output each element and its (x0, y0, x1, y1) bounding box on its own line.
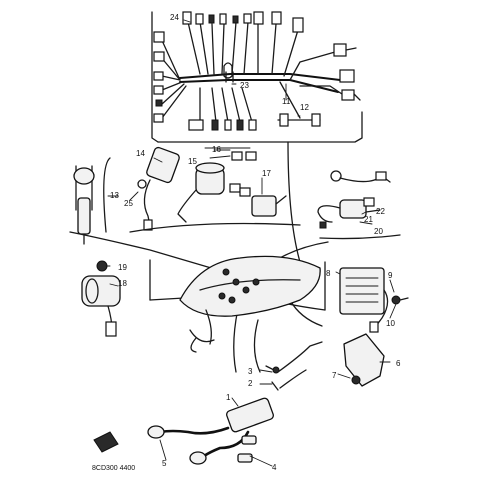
ignition-switch-assembly (137, 146, 287, 231)
label-21: 21 (364, 215, 373, 224)
label-20: 20 (374, 227, 383, 236)
label-18: 18 (118, 279, 127, 288)
label-12: 12 (300, 103, 309, 112)
wire-harness (151, 11, 363, 143)
label-5: 5 (162, 459, 167, 468)
label-24: 24 (170, 13, 179, 22)
label-19: 19 (118, 263, 127, 272)
label-14: 14 (136, 149, 145, 158)
label-3: 3 (248, 367, 253, 376)
label-15: 15 (188, 157, 197, 166)
main-switch-assembly (317, 170, 391, 229)
label-16: 16 (212, 145, 221, 154)
starter-motor (81, 260, 121, 337)
label-10: 10 (386, 319, 395, 328)
label-23: 23 (240, 81, 249, 90)
label-8: 8 (326, 269, 331, 278)
label-7: 7 (332, 371, 337, 380)
rectifier-regulator (339, 267, 409, 333)
chassis-center (179, 255, 321, 353)
label-25: 25 (124, 199, 133, 208)
leader-lines (105, 19, 397, 467)
ignition-coil-assembly (147, 341, 323, 465)
label-1: 1 (226, 393, 231, 402)
label-11: 11 (282, 97, 291, 106)
label-9: 9 (388, 271, 393, 280)
label-13: 13 (110, 191, 119, 200)
relay-unit (343, 333, 385, 387)
front-arrow-icon (93, 431, 119, 453)
label-6: 6 (396, 359, 401, 368)
label-17: 17 (262, 169, 271, 178)
diagram-code: 8CD300 4400 (92, 465, 135, 472)
handlebar-switch (73, 165, 95, 245)
label-4: 4 (272, 463, 277, 472)
bracket-lines (69, 141, 401, 373)
label-2: 2 (248, 379, 253, 388)
label-22: 22 (376, 207, 385, 216)
